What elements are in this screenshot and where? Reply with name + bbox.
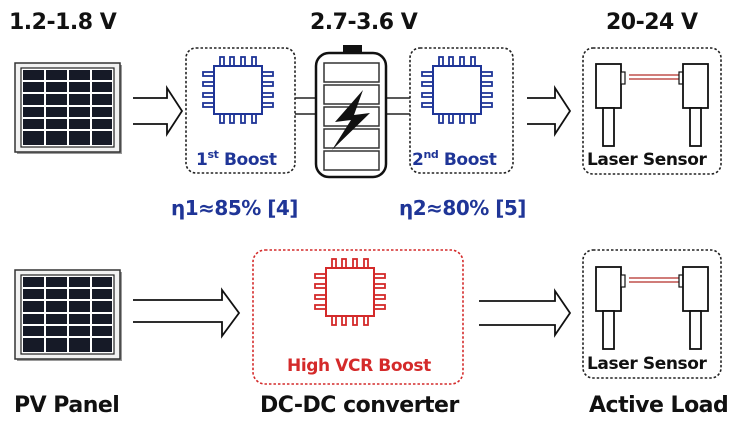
laser-sensor-icon: [595, 266, 709, 350]
arrow-icon: [527, 84, 572, 138]
boost2-box: [409, 47, 514, 174]
boost2-num: 2: [412, 150, 424, 170]
eta2-label: η2≈80% [5]: [399, 196, 526, 220]
load-voltage-label: 20-24 V: [606, 10, 698, 35]
boost2-label: 2nd Boost: [412, 148, 497, 170]
ic-chip-icon: [421, 56, 493, 124]
boost1-suffix: st: [207, 148, 219, 161]
dc-dc-converter-caption: DC-DC converter: [260, 393, 459, 418]
boost1-label: 1st Boost: [196, 148, 277, 170]
boost1-num: 1: [196, 150, 208, 170]
arrow-icon: [133, 84, 184, 138]
laser-sensor-label-top: Laser Sensor: [587, 150, 707, 170]
boost1-text: Boost: [223, 150, 277, 170]
solar-panel-icon: [14, 62, 123, 155]
laser-sensor-icon: [595, 63, 709, 147]
arrow-icon: [479, 288, 572, 338]
ic-chip-icon: [202, 56, 274, 124]
active-load-caption: Active Load: [589, 393, 729, 418]
connector-lines: [295, 97, 410, 115]
load-box-top: [582, 47, 722, 175]
high-vcr-boost-label: High VCR Boost: [287, 356, 431, 376]
lightning-bolt-icon: [332, 90, 370, 150]
boost2-text: Boost: [443, 150, 497, 170]
eta1-label: η1≈85% [4]: [171, 196, 298, 220]
boost2-suffix: nd: [423, 148, 439, 161]
battery-voltage-label: 2.7-3.6 V: [310, 10, 418, 35]
load-box-bottom: [582, 249, 722, 379]
laser-sensor-label-bottom: Laser Sensor: [587, 354, 707, 374]
battery-icon: [314, 45, 388, 179]
arrow-icon: [133, 287, 241, 339]
solar-panel-icon: [14, 269, 123, 362]
pv-panel-caption: PV Panel: [14, 393, 120, 418]
ic-chip-icon: [314, 258, 386, 326]
pv-voltage-label: 1.2-1.8 V: [9, 10, 117, 35]
